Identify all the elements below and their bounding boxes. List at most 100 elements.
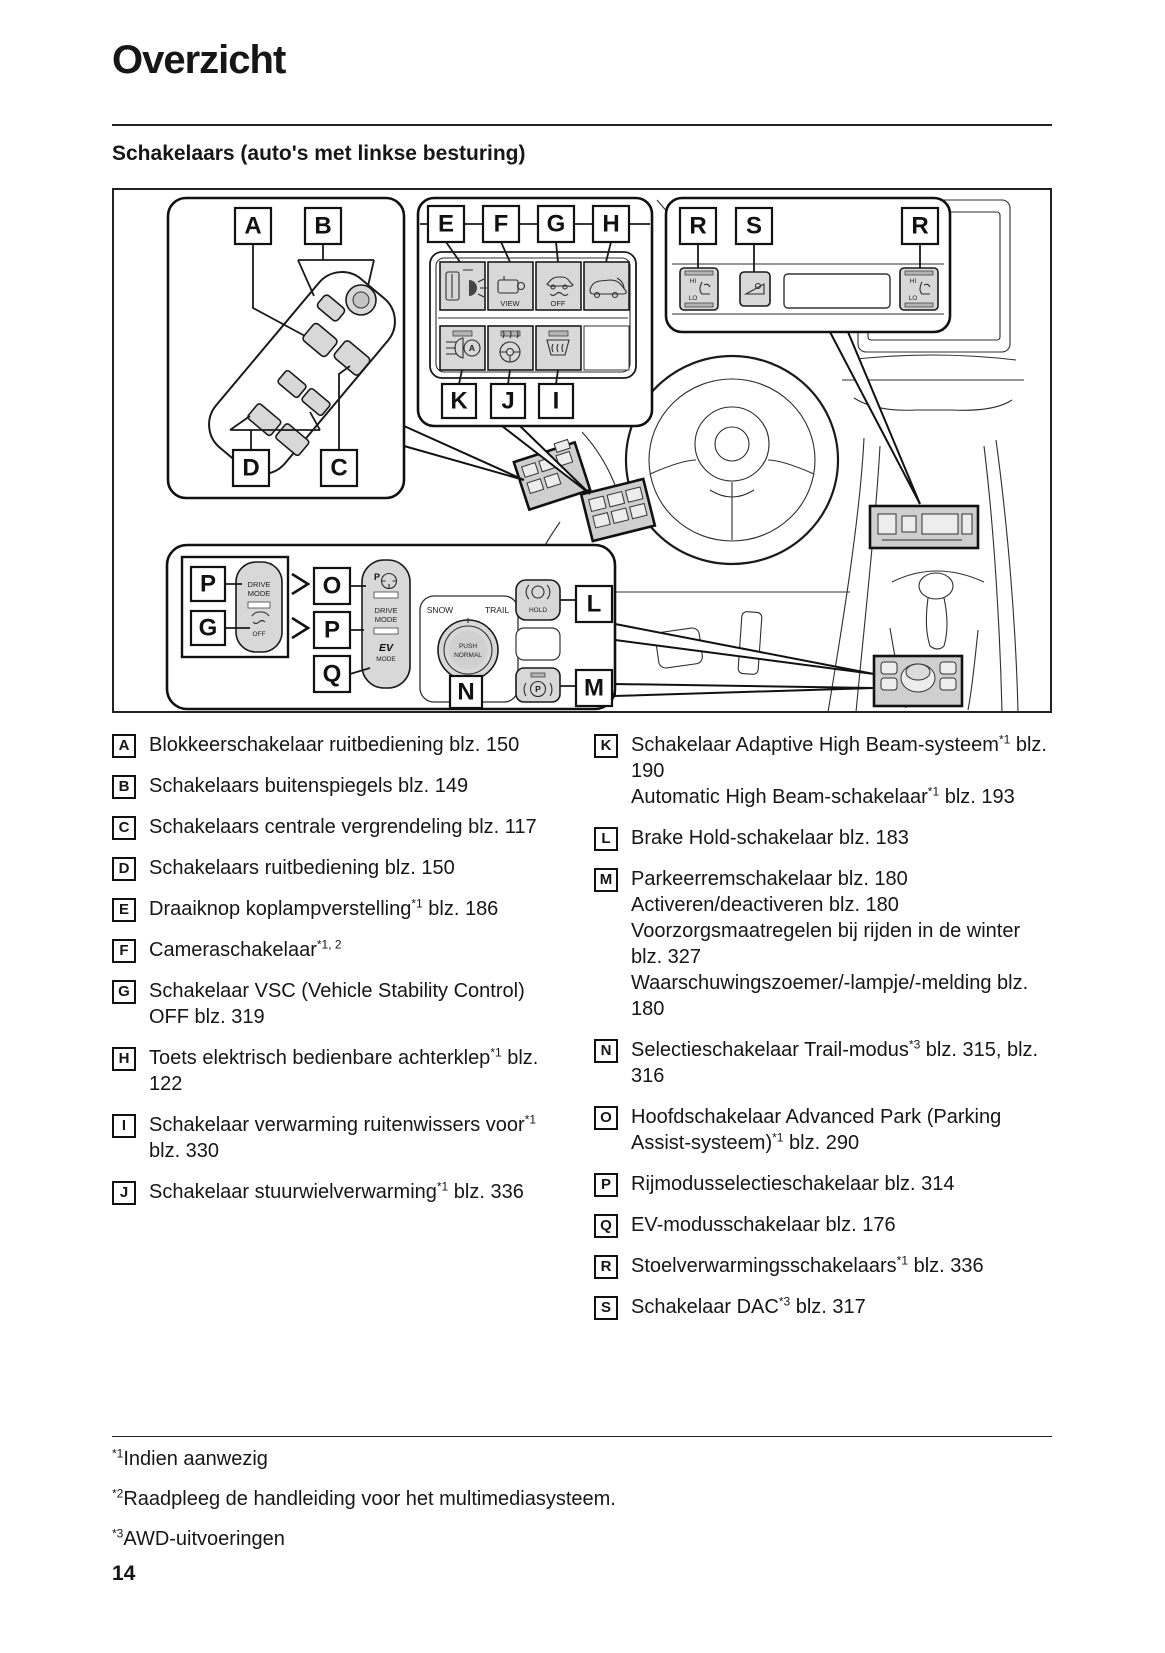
callout-label-e: E (438, 211, 454, 238)
seat-icon (699, 281, 711, 295)
footnote-marker: *1 (436, 1179, 449, 1194)
callout-label-a: A (244, 213, 261, 240)
callout-d (231, 448, 271, 488)
steering-heater-icon (499, 330, 521, 363)
arrow-chevron (291, 572, 311, 596)
vsc-off-icon (546, 276, 574, 297)
footnote: *2Raadpleeg de handleiding voor het mult… (112, 1486, 616, 1510)
legend-key-r: R (594, 1255, 618, 1279)
callout-l (574, 584, 614, 624)
footnote-marker: *3 (778, 1294, 791, 1309)
footnote-marker: *1 (998, 732, 1011, 747)
legend-item-h: H Toets elektrisch bedienbare achterklep*… (112, 1045, 560, 1097)
mode-label: MODE (375, 615, 398, 624)
footnote-marker: *1 (490, 1045, 502, 1060)
legend-key-b: B (112, 775, 136, 799)
legend-text: Selectieschakelaar Trail-modus*3 blz. 31… (631, 1037, 1039, 1087)
normal-label: NORMAL (454, 652, 482, 659)
legend-text: Schakelaars buitenspiegels blz. 149 (149, 775, 469, 797)
parking-p-label: P (535, 684, 541, 694)
steering-wheel-art (624, 354, 840, 566)
callout-label-i: I (553, 388, 560, 415)
legend-text: Schakelaar DAC*3 blz. 317 (631, 1294, 866, 1318)
callout-label-b: B (314, 213, 331, 240)
parking-brake-button (515, 667, 561, 703)
footnote-marker: *1 (772, 1130, 784, 1145)
dac-icon (743, 283, 765, 295)
callout-label-c: C (330, 455, 347, 482)
callout-e (426, 204, 466, 244)
callout-label-d: D (242, 455, 259, 482)
callout-n (448, 674, 484, 710)
cockpit-switch-diagram: A B D C (112, 188, 1052, 713)
hold-label: HOLD (529, 607, 547, 614)
callout-label-q: Q (323, 661, 342, 688)
callout-p-inner (189, 565, 227, 603)
off-label-small: OFF (253, 631, 266, 638)
console-upper-panel-location (868, 504, 980, 550)
console-lower-panel-location (872, 654, 964, 708)
callout-c (319, 448, 359, 488)
callout-label-g: G (547, 211, 566, 238)
legend-item-g: G Schakelaar VSC (Vehicle Stability Contr… (112, 978, 560, 1030)
callout-label-g2: G (199, 615, 218, 642)
legend-key-n: N (594, 1039, 618, 1063)
p-steering-label: P (374, 572, 380, 582)
legend-text: Cameraschakelaar*1, 2 (149, 937, 342, 961)
legend-text: Schakelaar VSC (Vehicle Stability Contro… (149, 980, 525, 1028)
callout-label-m: M (584, 675, 604, 702)
legend-text: EV-modusschakelaar blz. 176 (631, 1214, 896, 1236)
window-switch (277, 369, 307, 399)
legend-key-k: K (594, 734, 618, 758)
legend-text: Schakelaar stuurwielverwarming*1 blz. 33… (149, 1179, 524, 1203)
page-title: Overzicht (112, 38, 286, 82)
callout-label-k: K (450, 388, 468, 415)
seat-heater-button-left (679, 267, 719, 311)
footnote-marker: *1, 2 (316, 937, 342, 952)
auto-high-beam-icon (446, 337, 481, 359)
callout-r-left (678, 206, 718, 246)
view-label: VIEW (500, 299, 520, 308)
pointer-wedges (403, 331, 921, 698)
vsc-off-icon-small (251, 611, 270, 625)
legend-key-a: A (112, 734, 136, 758)
window-lock-switch (302, 322, 338, 358)
callout-box-dash: VIEW OFF A (416, 196, 654, 428)
footnote-marker: *1 (411, 896, 423, 911)
legend-key-g: G (112, 980, 136, 1004)
callout-h (591, 204, 631, 244)
legend-item-b: B Schakelaars buitenspiegels blz. 149 (112, 773, 560, 799)
hi-label: HI (910, 278, 917, 285)
callout-o (312, 566, 352, 606)
page-number: 14 (112, 1562, 136, 1585)
callout-a (233, 206, 273, 246)
footnote-marker: *1 (927, 784, 940, 799)
footnote: *3AWD-uitvoeringen (112, 1526, 285, 1550)
legend-key-h: H (112, 1047, 136, 1071)
footnotes: *1Indien aanwezig*2Raadpleeg de handleid… (112, 1447, 616, 1551)
legend-text: Toets elektrisch bedienbare achterklep*1… (149, 1045, 539, 1095)
callout-label-n: N (457, 679, 474, 706)
callout-b (303, 206, 343, 246)
headlight-leveling-icon (445, 269, 487, 301)
callout-label-s: S (746, 213, 762, 240)
callout-j (489, 382, 527, 420)
blank-display-slot (783, 273, 891, 309)
legend-key-j: J (112, 1181, 136, 1205)
drive-label: DRIVE (248, 580, 271, 589)
callout-label-j: J (501, 388, 514, 415)
off-label: OFF (551, 299, 566, 308)
power-back-door-icon (589, 277, 627, 299)
legend-key-m: M (594, 868, 618, 892)
